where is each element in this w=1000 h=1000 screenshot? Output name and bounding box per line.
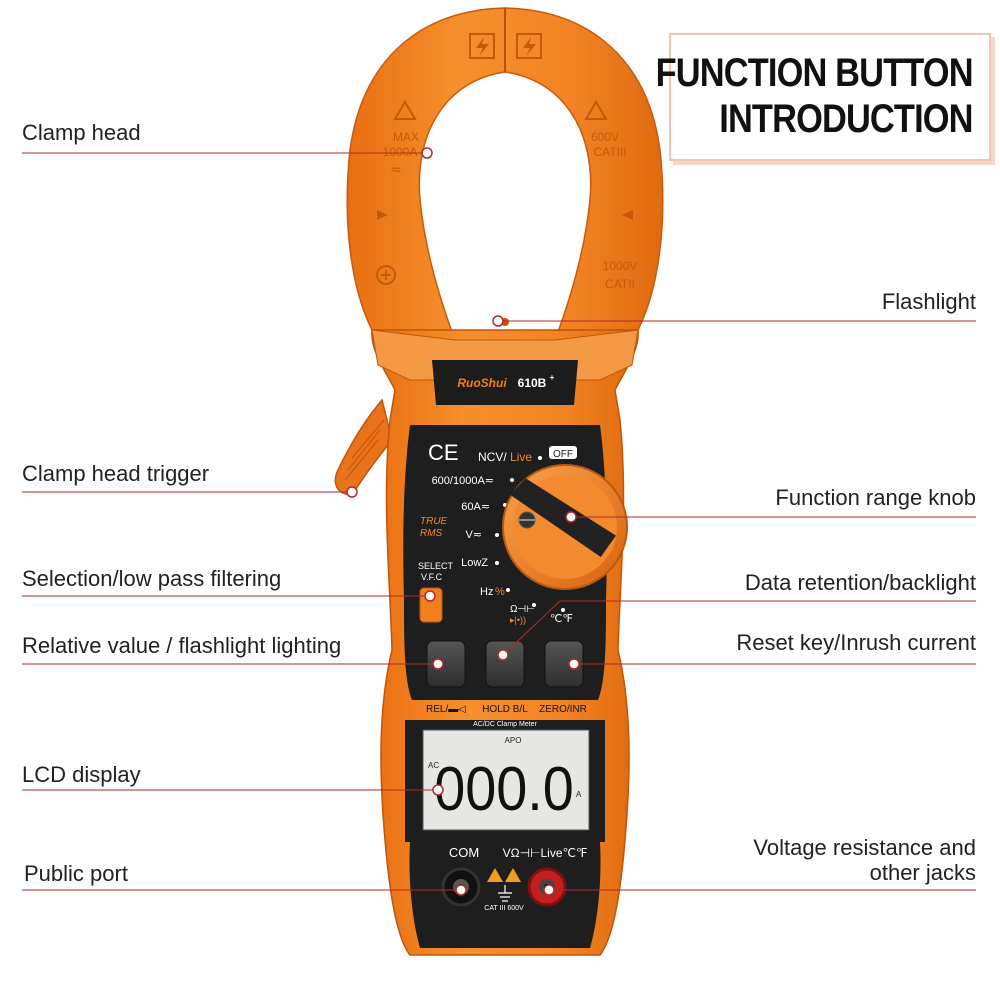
title-line-2: INTRODUCTION (719, 97, 974, 141)
knob-label-v: V≂ (465, 529, 482, 541)
callout-dot (346, 486, 358, 498)
callout-relative-value: Relative value / flashlight lighting (22, 633, 342, 658)
model-name: 610B (518, 376, 547, 390)
rel-button-label: REL/▬◁ (426, 704, 466, 715)
callout-dot (497, 649, 509, 661)
callout-voltage-jacks-2: other jacks (869, 860, 976, 885)
select-label-2: V.F.C (421, 572, 443, 582)
callout-selection-filter: Selection/low pass filtering (22, 566, 282, 591)
callout-clamp-head: Clamp head (22, 120, 141, 145)
clamp-warning-1000v: 1000V (603, 259, 638, 273)
clamp-warning-600v: 600V (591, 130, 619, 144)
knob-label-hz: Hz (480, 586, 493, 598)
callout-flashlight: Flashlight (881, 289, 976, 314)
callout-dot (424, 590, 436, 602)
knob-label-hz-pct: % (495, 586, 505, 598)
meter-label: AC/DC Clamp Meter (473, 721, 537, 728)
knob-label-60a: 60A≂ (461, 501, 490, 513)
jack-label-com: COM (449, 845, 479, 860)
callout-function-range-knob: Function range knob (775, 485, 976, 510)
clamp-warning-1000a: 1000A (383, 145, 418, 159)
lightning-icon (516, 33, 542, 59)
callout-voltage-jacks-1: Voltage resistance and (753, 835, 976, 860)
knob-label-ohm: Ω⊣⊢ (510, 604, 535, 615)
true-rms-2: RMS (420, 528, 443, 539)
clamp-warning-catii: CATII (605, 277, 635, 291)
knob-label-off: OFF (553, 449, 573, 460)
lcd-apo: APO (505, 736, 522, 745)
leader-lines (22, 152, 976, 891)
title-line-1: FUNCTION BUTTON (655, 51, 974, 95)
callout-dot (565, 511, 577, 523)
knob-label-live: Live (510, 450, 532, 464)
callout-reset-key: Reset key/Inrush current (736, 630, 976, 655)
clamp-warning-acdc: ≂ (390, 161, 402, 177)
callout-dot (455, 884, 467, 896)
brand-name: RuoShui (457, 376, 507, 390)
warning-triangle-icon (584, 100, 608, 120)
hold-button[interactable] (485, 640, 525, 688)
knob-label-lowz: LowZ (461, 557, 488, 569)
clamp-head-trigger (334, 398, 393, 496)
model-superscript: + (550, 373, 555, 382)
function-range-knob[interactable] (502, 464, 628, 590)
ce-mark: CE (428, 440, 459, 465)
knob-label-diode: ▸|•)) (510, 615, 526, 625)
callout-data-retention: Data retention/backlight (744, 570, 976, 595)
callout-dot (421, 147, 433, 159)
clamp-warning-catiii: CATIII (593, 145, 626, 159)
callout-dot (432, 784, 444, 796)
lcd-reading: 000.0 (434, 755, 574, 823)
clamp-warning-max: MAX (393, 130, 419, 144)
warning-triangle-icon (487, 868, 503, 882)
lcd-display (422, 729, 590, 831)
jack-cat-rating: CAT III 600V (484, 905, 524, 912)
ground-symbol-icon (498, 885, 512, 902)
callout-lcd-display: LCD display (22, 762, 141, 787)
callout-dot (543, 884, 555, 896)
jack-label-voltage: VΩ⊣⊢Live℃℉ (503, 846, 588, 860)
true-rms-1: TRUE (420, 516, 448, 527)
knob-label-temp: ℃℉ (550, 613, 573, 625)
lcd-unit: A (576, 790, 582, 799)
zero-button-label: ZERO/INR (539, 704, 587, 715)
brand-badge (432, 360, 578, 405)
select-label-1: SELECT (418, 561, 454, 571)
warning-triangle-icon (393, 100, 417, 120)
hold-button-label: HOLD B/L (482, 704, 528, 715)
lightning-icon (469, 33, 495, 59)
lcd-ac: AC (428, 761, 439, 770)
callout-clamp-head-trigger: Clamp head trigger (22, 461, 210, 486)
warning-triangle-icon (505, 868, 521, 882)
callout-dot (432, 658, 444, 670)
knob-label-1000a: 600/1000A≂ (432, 475, 494, 487)
callout-dot (568, 658, 580, 670)
callout-dot (492, 315, 504, 327)
knob-label-ncv: NCV/ (478, 450, 507, 464)
title-box: FUNCTION BUTTON INTRODUCTION (656, 33, 991, 161)
callout-public-port: Public port (24, 861, 128, 886)
